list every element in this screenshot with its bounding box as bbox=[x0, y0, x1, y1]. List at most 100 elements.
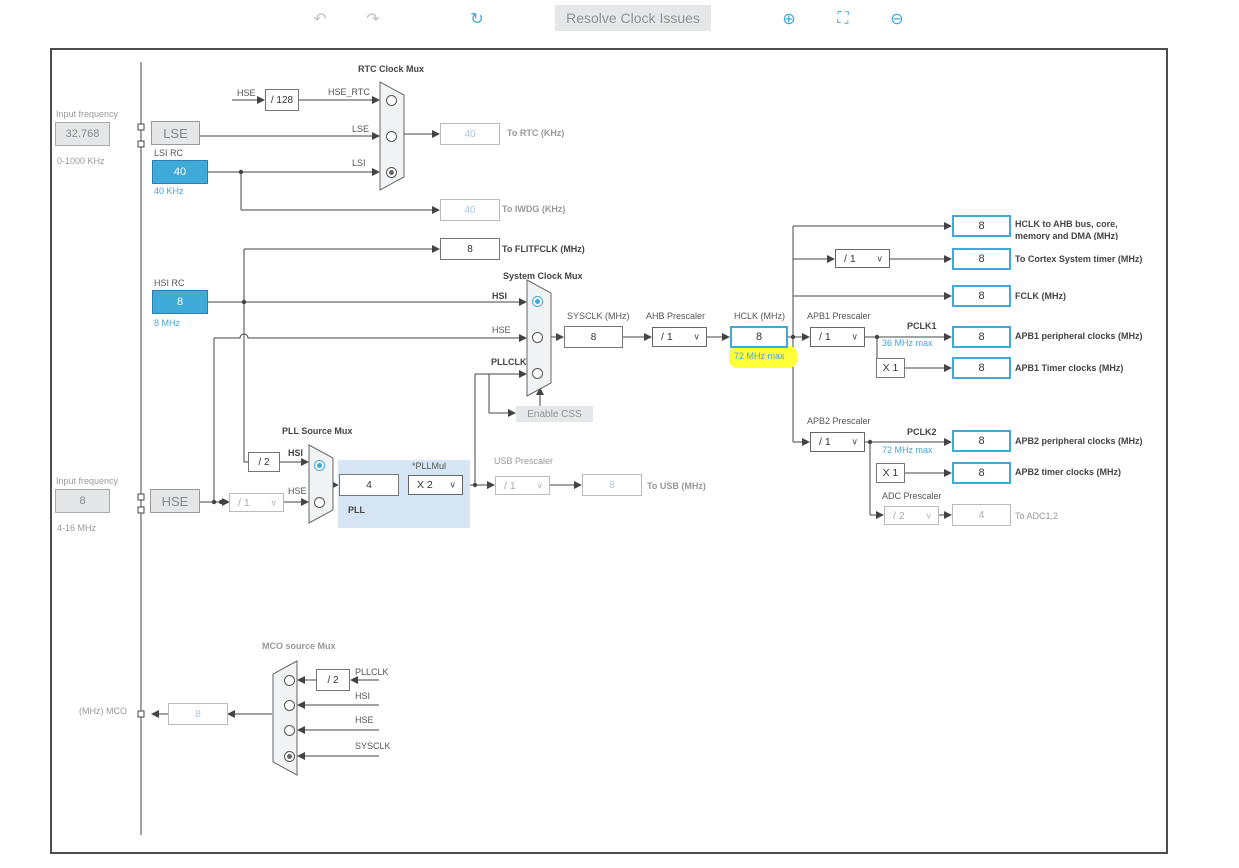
apb1-prescaler-select[interactable]: / 1∨ bbox=[810, 327, 865, 347]
cortex-timer-div-select[interactable]: / 1∨ bbox=[835, 249, 890, 268]
clock-tree-canvas bbox=[50, 48, 1168, 854]
mco-sysclk-label: SYSCLK bbox=[355, 741, 391, 751]
apb2-timer-output[interactable]: 8 bbox=[952, 462, 1011, 484]
cortex-timer-div-value: / 1 bbox=[844, 252, 856, 265]
mco-radio-hse[interactable] bbox=[284, 725, 295, 736]
apb1-prescaler-label: APB1 Prescaler bbox=[807, 311, 871, 321]
apb2-timer-label: APB2 timer clocks (MHz) bbox=[1015, 467, 1122, 477]
sysmux-hse-label: HSE bbox=[492, 325, 511, 335]
apb2-peripheral-label: APB2 peripheral clocks (MHz) bbox=[1015, 436, 1143, 446]
usb-prescaler-value: / 1 bbox=[504, 479, 516, 492]
chevron-down-icon: ∨ bbox=[270, 497, 277, 507]
apb1-max-label: 36 MHz max bbox=[882, 338, 933, 348]
lse-range-label: 0-1000 KHz bbox=[57, 156, 105, 166]
hse-source[interactable]: HSE bbox=[150, 489, 200, 513]
pll-label: PLL bbox=[348, 505, 365, 515]
pllmul-value: X 2 bbox=[417, 479, 433, 491]
pll-hse-div-select[interactable]: / 1 ∨ bbox=[229, 493, 284, 512]
rtc-hse-label: HSE bbox=[237, 88, 256, 98]
mco-radio-hsi[interactable] bbox=[284, 700, 295, 711]
mco-source-mux-title: MCO source Mux bbox=[262, 641, 336, 651]
sysclk-label: SYSCLK (MHz) bbox=[567, 311, 630, 321]
sysclk-field[interactable]: 8 bbox=[564, 326, 623, 348]
rtc-radio-hse[interactable] bbox=[386, 95, 397, 106]
refresh-icon[interactable]: ↻ bbox=[470, 8, 484, 28]
lsi-rc-source[interactable]: 40 bbox=[152, 160, 208, 184]
rtc-radio-lse[interactable] bbox=[386, 131, 397, 142]
cortex-timer-label: To Cortex System timer (MHz) bbox=[1015, 254, 1143, 264]
rtc-radio-lsi[interactable] bbox=[386, 167, 397, 178]
lsi-note: 40 KHz bbox=[154, 186, 184, 196]
hse-input-frequency-field[interactable]: 8 bbox=[55, 489, 110, 513]
rtc-div128: / 128 bbox=[265, 89, 299, 111]
adc-output-label: To ADC1,2 bbox=[1015, 511, 1059, 521]
hse-input-frequency-label: Input frequency bbox=[56, 476, 119, 486]
hse-range-label: 4-16 MHz bbox=[57, 523, 97, 533]
cortex-timer-output[interactable]: 8 bbox=[952, 248, 1011, 270]
zoom-out-icon[interactable]: ⊖ bbox=[890, 8, 904, 28]
usb-prescaler-label: USB Prescaler bbox=[494, 456, 554, 466]
rtc-output-label: To RTC (KHz) bbox=[507, 128, 565, 138]
apb2-prescaler-select[interactable]: / 1∨ bbox=[810, 432, 865, 452]
sysmux-radio-hse[interactable] bbox=[532, 332, 543, 343]
ahb-prescaler-label: AHB Prescaler bbox=[646, 311, 706, 321]
ahb-prescaler-value: / 1 bbox=[661, 331, 673, 343]
apb2-prescaler-value: / 1 bbox=[819, 436, 831, 448]
sysmux-radio-pllclk[interactable] bbox=[532, 368, 543, 379]
mco-radio-pllclk[interactable] bbox=[284, 675, 295, 686]
apb1-timer-multiplier: X 1 bbox=[876, 358, 905, 378]
zoom-in-icon[interactable]: ⊕ bbox=[782, 8, 796, 28]
apb2-max-label: 72 MHz max bbox=[882, 445, 933, 455]
hsi-rc-source[interactable]: 8 bbox=[152, 290, 208, 314]
adc-prescaler-label: ADC Prescaler bbox=[882, 491, 942, 501]
pll-radio-hsi[interactable] bbox=[314, 460, 325, 471]
system-clock-mux-title: System Clock Mux bbox=[503, 271, 583, 281]
chevron-down-icon: ∨ bbox=[851, 331, 858, 342]
rtc-lse-label: LSE bbox=[352, 124, 370, 134]
enable-css-button[interactable]: Enable CSS bbox=[516, 406, 593, 422]
mco-hsi-label: HSI bbox=[355, 691, 371, 701]
resolve-clock-issues-button[interactable]: Resolve Clock Issues bbox=[555, 5, 711, 31]
adc-prescaler-select[interactable]: / 2∨ bbox=[884, 506, 939, 525]
undo-icon[interactable]: ↶ bbox=[313, 8, 327, 28]
iwdg-output-label: To IWDG (KHz) bbox=[502, 204, 566, 214]
mco-radio-sysclk[interactable] bbox=[284, 751, 295, 762]
fit-screen-icon[interactable]: ⛶ bbox=[837, 8, 849, 27]
hclk-label: HCLK (MHz) bbox=[734, 311, 785, 321]
pllmul-label: *PLLMul bbox=[412, 461, 447, 471]
sysmux-hsi-label: HSI bbox=[492, 291, 508, 301]
mco-label: (MHz) MCO bbox=[79, 706, 127, 716]
pllmul-select[interactable]: X 2∨ bbox=[408, 475, 463, 495]
pll-input-field[interactable]: 4 bbox=[339, 474, 399, 496]
ahb-prescaler-select[interactable]: / 1∨ bbox=[652, 327, 707, 347]
sysmux-radio-hsi[interactable] bbox=[532, 296, 543, 307]
apb1-peripheral-output[interactable]: 8 bbox=[952, 326, 1011, 348]
mco-div: / 2 bbox=[316, 669, 350, 691]
fclk-output[interactable]: 8 bbox=[952, 285, 1011, 307]
hclk-ahb-label-2: memory and DMA (MHz) bbox=[1015, 231, 1119, 240]
pclk1-label: PCLK1 bbox=[907, 321, 937, 331]
flitfclk-output: 8 bbox=[440, 238, 500, 260]
redo-icon[interactable]: ↷ bbox=[366, 8, 380, 28]
apb2-peripheral-output[interactable]: 8 bbox=[952, 430, 1011, 452]
hclk-ahb-output[interactable]: 8 bbox=[952, 215, 1011, 237]
lse-input-frequency-field[interactable]: 32.768 bbox=[55, 122, 110, 146]
sysmux-pllclk-label: PLLCLK bbox=[491, 357, 527, 367]
pll-source-mux-title: PLL Source Mux bbox=[282, 426, 353, 436]
lse-source[interactable]: LSE bbox=[151, 121, 200, 145]
adc-prescaler-value: / 2 bbox=[893, 509, 905, 522]
adc-output: 4 bbox=[952, 504, 1011, 526]
apb1-timer-label: APB1 Timer clocks (MHz) bbox=[1015, 363, 1124, 373]
lsi-rc-label: LSI RC bbox=[154, 148, 184, 158]
pclk2-label: PCLK2 bbox=[907, 427, 937, 437]
apb1-peripheral-label: APB1 peripheral clocks (MHz) bbox=[1015, 331, 1143, 341]
usb-output: 8 bbox=[582, 474, 642, 496]
pll-hse-div-value: / 1 bbox=[238, 496, 250, 509]
mco-mux-shape bbox=[272, 660, 298, 776]
pll-radio-hse[interactable] bbox=[314, 497, 325, 508]
hclk-field[interactable]: 8 bbox=[730, 326, 788, 348]
usb-prescaler-select[interactable]: / 1∨ bbox=[495, 476, 550, 495]
apb1-timer-output[interactable]: 8 bbox=[952, 357, 1011, 379]
fclk-label: FCLK (MHz) bbox=[1015, 291, 1066, 301]
lse-input-frequency-label: Input frequency bbox=[56, 109, 119, 119]
